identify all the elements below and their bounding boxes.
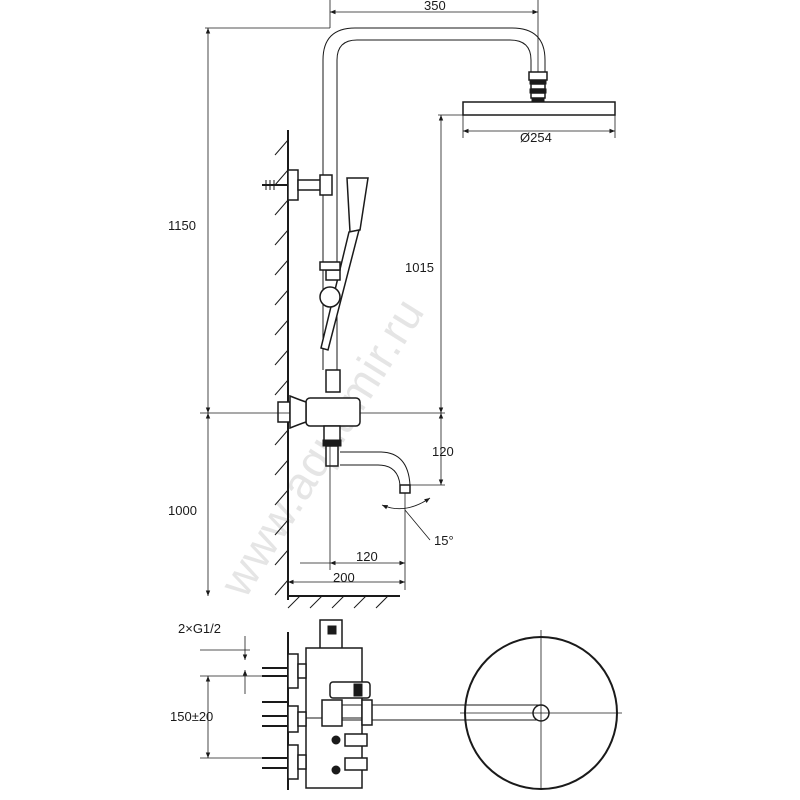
mixer-handle-plan bbox=[321, 681, 371, 775]
dim-inlet-thread: 2×G1/2 bbox=[178, 621, 221, 636]
floor bbox=[287, 595, 400, 609]
plan-dimension-lines bbox=[200, 636, 262, 759]
hand-shower bbox=[320, 177, 369, 351]
overhead-arm-plan bbox=[342, 699, 550, 726]
dim-head-diameter: Ø254 bbox=[520, 130, 552, 145]
dim-spout-reach: 120 bbox=[356, 549, 378, 564]
watermark-text: www.aquamir.ru bbox=[209, 288, 434, 606]
plan-view: 2×G1/2 150±20 bbox=[170, 619, 622, 790]
dim-wall-to-spout: 200 bbox=[333, 570, 355, 585]
thermostatic-mixer bbox=[277, 369, 361, 467]
shower-riser-pipe bbox=[322, 27, 546, 370]
dim-height-lower: 1000 bbox=[168, 503, 197, 518]
dim-height-upper: 1150 bbox=[168, 218, 196, 233]
dim-height-to-head: 1015 bbox=[405, 260, 434, 275]
head-connector bbox=[528, 71, 548, 103]
upper-wall-bracket bbox=[262, 169, 333, 201]
wall bbox=[274, 130, 289, 600]
bath-spout bbox=[340, 451, 411, 494]
spout-angle-indicator bbox=[381, 493, 431, 541]
dim-width-top: 350 bbox=[424, 0, 446, 13]
dim-spout-drop: 120 bbox=[432, 444, 454, 459]
dim-inlet-spacing: 150±20 bbox=[170, 709, 213, 724]
dimension-labels: 350 Ø254 1150 1015 1000 120 120 200 15° bbox=[168, 0, 552, 585]
side-elevation-view bbox=[262, 27, 616, 609]
rain-shower-head bbox=[462, 101, 616, 116]
hand-shower-slider bbox=[319, 261, 341, 308]
dimension-lines bbox=[200, 0, 616, 596]
dim-spout-angle: 15° bbox=[434, 533, 454, 548]
inlet-connectors bbox=[262, 653, 307, 780]
